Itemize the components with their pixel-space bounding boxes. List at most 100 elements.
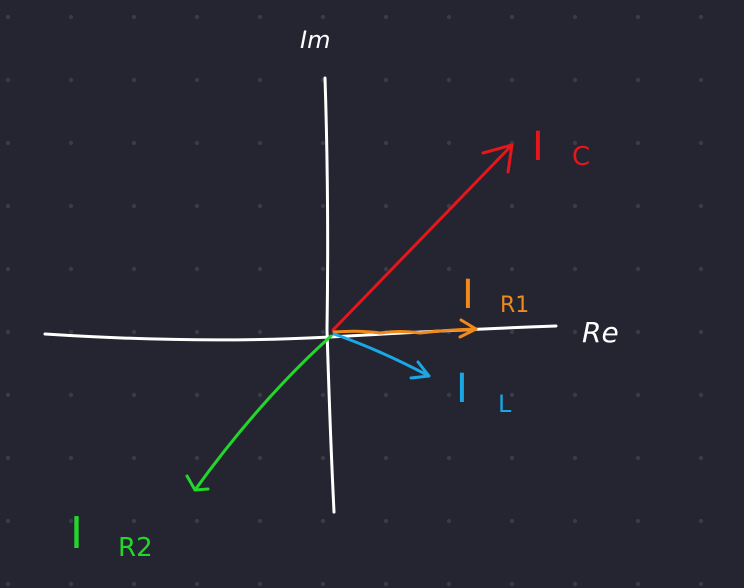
grid-dot — [194, 455, 200, 461]
grid-dot — [194, 77, 200, 83]
phasor-ir2-arrow — [185, 334, 333, 492]
grid-dot — [509, 392, 515, 398]
grid-dot — [5, 14, 11, 20]
grid-dot — [509, 329, 515, 335]
grid-dot — [572, 266, 578, 272]
grid-dot — [509, 455, 515, 461]
grid-dot — [698, 203, 704, 209]
grid-dot — [383, 581, 389, 587]
phasor-ir1: I R1 — [332, 272, 529, 339]
grid-dot — [572, 140, 578, 146]
grid-dot — [446, 581, 452, 587]
grid-dot — [635, 581, 641, 587]
phasor-ic: I C — [331, 124, 590, 332]
grid-dot — [131, 203, 137, 209]
grid-dot — [698, 455, 704, 461]
grid-dot — [446, 77, 452, 83]
grid-dot — [68, 518, 74, 524]
phasor-il-label: I — [456, 366, 468, 412]
grid-dot — [320, 203, 326, 209]
grid-dot — [257, 14, 263, 20]
grid-dot — [383, 14, 389, 20]
grid-dot — [320, 266, 326, 272]
phasor-ir1-subscript: R1 — [500, 293, 529, 318]
grid-dot — [5, 581, 11, 587]
phasor-il-subscript: L — [498, 390, 512, 418]
grid-dot — [5, 455, 11, 461]
grid-dot — [257, 329, 263, 335]
grid-dot — [698, 14, 704, 20]
grid-dot — [68, 140, 74, 146]
grid-dot — [446, 518, 452, 524]
grid-dot — [635, 140, 641, 146]
phasor-ir1-label: I — [462, 272, 474, 318]
grid-dot — [383, 392, 389, 398]
grid-dot — [572, 518, 578, 524]
imaginary-axis-label: Im — [300, 26, 330, 54]
phasor-ir1-arrow — [332, 318, 478, 339]
grid-dot — [131, 77, 137, 83]
grid-dot — [68, 392, 74, 398]
grid-dot — [257, 266, 263, 272]
grid-dot — [509, 581, 515, 587]
grid-dot — [257, 581, 263, 587]
grid-dot — [5, 140, 11, 146]
grid-dot — [572, 77, 578, 83]
grid-dot — [257, 140, 263, 146]
grid-dot — [5, 203, 11, 209]
grid-dot — [68, 77, 74, 83]
grid-dot — [194, 203, 200, 209]
grid-dot — [698, 77, 704, 83]
grid-dot — [635, 266, 641, 272]
grid-dot — [194, 140, 200, 146]
grid-dot — [572, 392, 578, 398]
grid-dot — [68, 329, 74, 335]
grid-dot — [5, 392, 11, 398]
phasor-ir2-label: I — [70, 508, 83, 559]
grid-dot — [257, 392, 263, 398]
grid-dot — [68, 455, 74, 461]
phasor-ir2: I R2 — [70, 334, 333, 563]
grid-dot — [446, 14, 452, 20]
phasor-il: I L — [332, 332, 512, 418]
grid-dot — [635, 518, 641, 524]
grid-dot — [68, 14, 74, 20]
grid-dot — [194, 392, 200, 398]
grid-dot — [257, 455, 263, 461]
grid-dot — [194, 581, 200, 587]
grid-dot — [635, 392, 641, 398]
phasor-ir2-subscript: R2 — [118, 533, 153, 563]
phasor-ic-arrow — [331, 143, 514, 332]
dot-grid — [5, 14, 704, 587]
grid-dot — [194, 14, 200, 20]
grid-dot — [131, 140, 137, 146]
grid-dot — [131, 14, 137, 20]
grid-dot — [383, 518, 389, 524]
grid-dot — [320, 455, 326, 461]
real-axis-label: Re — [582, 316, 619, 349]
grid-dot — [446, 140, 452, 146]
grid-dot — [257, 77, 263, 83]
grid-dot — [635, 329, 641, 335]
grid-dot — [698, 329, 704, 335]
grid-dot — [446, 266, 452, 272]
grid-dot — [572, 581, 578, 587]
grid-dot — [131, 518, 137, 524]
grid-dot — [635, 77, 641, 83]
grid-dot — [635, 14, 641, 20]
grid-dot — [446, 392, 452, 398]
grid-dot — [698, 266, 704, 272]
grid-dot — [509, 14, 515, 20]
grid-dot — [509, 266, 515, 272]
grid-dot — [68, 581, 74, 587]
grid-dot — [320, 14, 326, 20]
grid-dot — [446, 455, 452, 461]
phasor-ic-subscript: C — [572, 142, 590, 172]
grid-dot — [698, 140, 704, 146]
grid-dot — [320, 518, 326, 524]
grid-dot — [68, 266, 74, 272]
real-axis — [43, 324, 558, 342]
grid-dot — [383, 203, 389, 209]
